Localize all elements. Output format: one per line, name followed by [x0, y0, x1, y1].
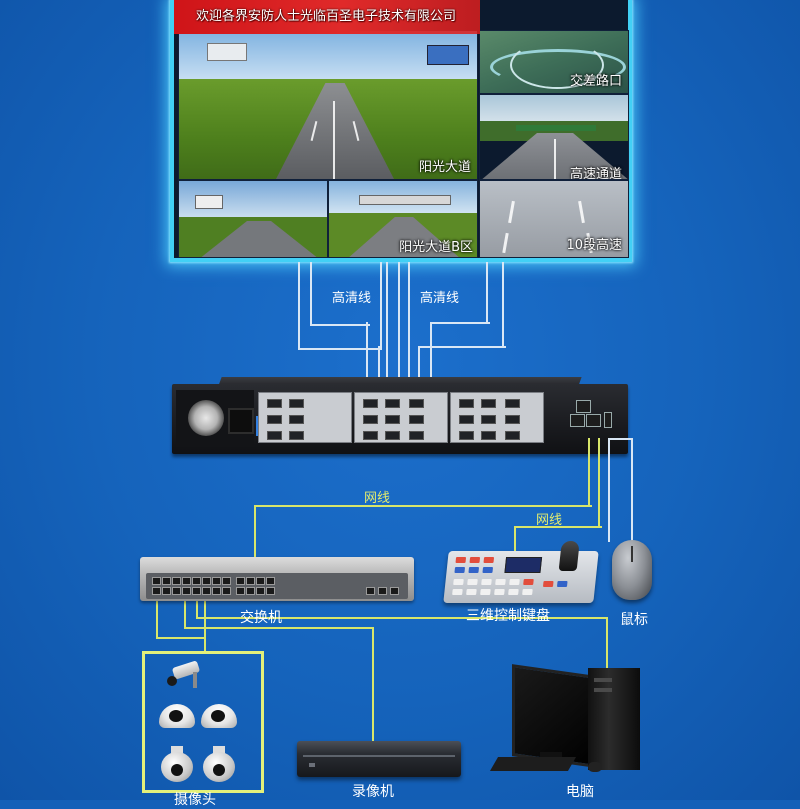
- wall-cell-label: 阳光大道B区: [399, 240, 473, 255]
- network-cable-label-switch: 网线: [364, 491, 391, 506]
- dome-camera-icon: [159, 704, 195, 728]
- welcome-banner-background: [174, 0, 480, 34]
- mouse-label: 鼠标: [620, 612, 648, 628]
- pc-mouse-icon: [588, 762, 602, 772]
- matrix-switcher-device: [172, 384, 628, 454]
- hdmi-output-card: [258, 392, 352, 443]
- joystick-icon: [558, 541, 580, 571]
- wall-cell-expressway-channel: 高速通道: [479, 94, 629, 180]
- bullet-camera-icon: [167, 660, 207, 692]
- ptz-camera-icon: [203, 746, 235, 786]
- wall-cell-sunshine-avenue-b: 阳光大道B区: [328, 180, 478, 258]
- network-port: [586, 414, 601, 427]
- recorder-label: 录像机: [352, 784, 394, 800]
- dome-camera-icon: [201, 704, 237, 728]
- keyboard-label: 三维控制键盘: [466, 608, 550, 624]
- hdmi-output-card: [450, 392, 544, 443]
- power-supply: [176, 390, 254, 447]
- video-recorder: [297, 741, 461, 777]
- keyboard-icon: [489, 757, 577, 771]
- wall-cell-label: 高速通道: [569, 167, 622, 180]
- network-port: [570, 414, 585, 427]
- wall-cell-section-10-expressway: 10段高速: [479, 180, 629, 258]
- network-cable-label-keyboard: 网线: [536, 513, 563, 528]
- mouse-icon: [612, 540, 652, 600]
- computer-tower-icon: [588, 668, 640, 770]
- camera-label: 摄像头: [174, 792, 216, 808]
- camera-group: [142, 651, 264, 793]
- video-wall: 欢迎各界安防人士光临百圣电子技术有限公司 阳光大道 交差路口: [170, 0, 632, 262]
- wall-cell-label: 交差路口: [569, 74, 622, 89]
- hdmi-output-card: [354, 392, 448, 443]
- wall-cell-label: 阳光大道: [418, 160, 471, 175]
- 3d-control-keyboard: [443, 541, 599, 603]
- hdmi-cable-label-right: 高清线: [420, 291, 460, 306]
- fan-icon: [188, 400, 224, 436]
- computer-label: 电脑: [566, 784, 594, 800]
- ptz-camera-icon: [161, 746, 193, 786]
- usb-port: [604, 412, 612, 428]
- welcome-banner: 欢迎各界安防人士光临百圣电子技术有限公司: [195, 9, 456, 24]
- keyboard-display: [504, 557, 543, 573]
- network-switch: [140, 557, 414, 601]
- power-socket-icon: [228, 408, 254, 434]
- wall-cell-sunshine-avenue: 阳光大道: [178, 30, 478, 180]
- switch-label: 交换机: [240, 610, 282, 626]
- network-port: [576, 400, 591, 413]
- wall-cell-label: 10段高速: [566, 238, 622, 253]
- hdmi-cable-label-left: 高清线: [332, 291, 372, 306]
- wall-cell-highway-view: [178, 180, 328, 258]
- wall-cell-intersection: 交差路口: [479, 30, 629, 94]
- monitor-stand: [540, 752, 562, 760]
